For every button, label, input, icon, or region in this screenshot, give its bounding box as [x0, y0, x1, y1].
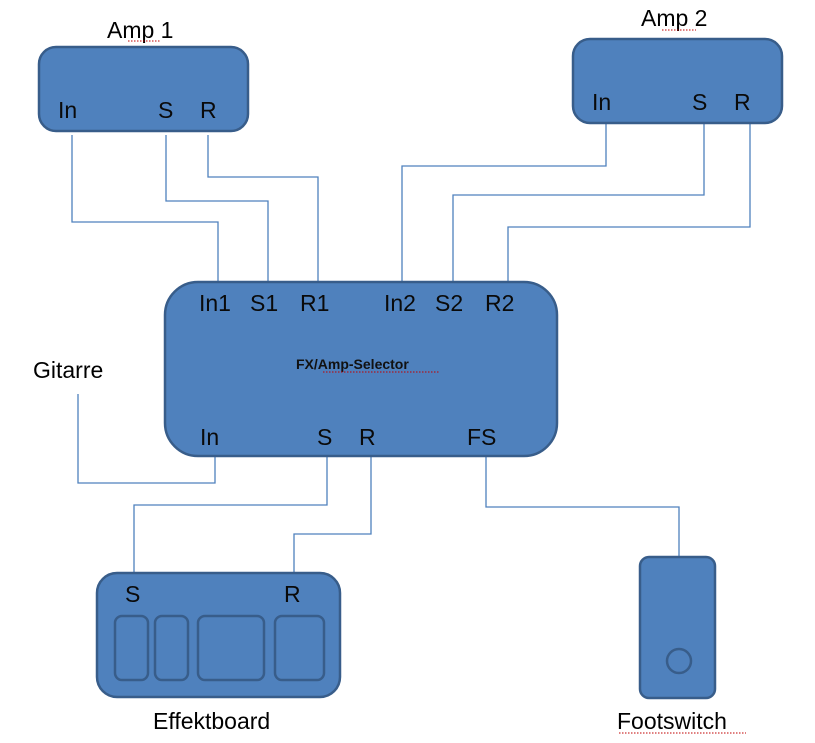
wire-send-to-effectboard [133, 456, 328, 573]
wires [71, 123, 751, 573]
selector-port-r: R [359, 424, 376, 450]
effectboard-pedal-1 [113, 614, 150, 682]
amp2-title: Amp 2 [641, 5, 707, 31]
wire-amp2-send-to-s2 [452, 123, 705, 282]
selector-port-in1: In1 [199, 290, 231, 316]
selector-port-in2: In2 [384, 290, 416, 316]
selector-box [163, 280, 559, 458]
amp1-return-port: R [200, 97, 217, 123]
effectboard-send-port: S [125, 581, 140, 607]
effectboard-pedal-2 [153, 614, 190, 682]
amp1-in-port: In [58, 97, 77, 123]
wire-amp2-in-to-in2 [401, 123, 607, 282]
amp2-send-port: S [692, 89, 707, 115]
fx-amp-selector: In1 S1 R1 In2 S2 R2 FX/Amp-Selector In S… [163, 280, 559, 458]
selector-port-s1: S1 [250, 290, 278, 316]
amp1-box [37, 45, 250, 133]
selector-port-s: S [317, 424, 332, 450]
amp1: Amp 1 In S R [37, 17, 250, 133]
selector-port-fs: FS [467, 424, 496, 450]
amp1-title: Amp 1 [107, 17, 173, 43]
footswitch: Footswitch [617, 555, 746, 734]
footswitch-title: Footswitch [617, 708, 727, 734]
guitar-label: Gitarre [33, 357, 103, 383]
amp2-in-port: In [592, 89, 611, 115]
effectboard: S R Effektboard [95, 571, 342, 734]
wire-amp1-return-to-r1 [207, 135, 319, 282]
wire-amp1-send-to-s1 [165, 135, 269, 282]
effectboard-return-port: R [284, 581, 301, 607]
selector-title: FX/Amp-Selector [296, 356, 409, 372]
amp1-send-port: S [158, 97, 173, 123]
effectboard-title: Effektboard [153, 708, 270, 734]
selector-port-in: In [200, 424, 219, 450]
wire-amp2-return-to-r2 [507, 123, 751, 282]
wire-fs-to-footswitch [485, 456, 680, 557]
wire-guitar-to-in [77, 394, 216, 484]
selector-port-r1: R1 [300, 290, 329, 316]
amp2: Amp 2 In S R [571, 5, 784, 125]
wire-return-from-effectboard [293, 456, 372, 573]
amp2-return-port: R [734, 89, 751, 115]
selector-port-s2: S2 [435, 290, 463, 316]
footswitch-button-icon [665, 647, 693, 675]
selector-port-r2: R2 [485, 290, 514, 316]
footswitch-box [638, 555, 717, 700]
wire-amp1-in-to-in1 [71, 135, 219, 282]
effectboard-pedal-3 [196, 614, 266, 682]
amp2-box [571, 37, 784, 125]
effectboard-pedal-4 [273, 614, 326, 682]
